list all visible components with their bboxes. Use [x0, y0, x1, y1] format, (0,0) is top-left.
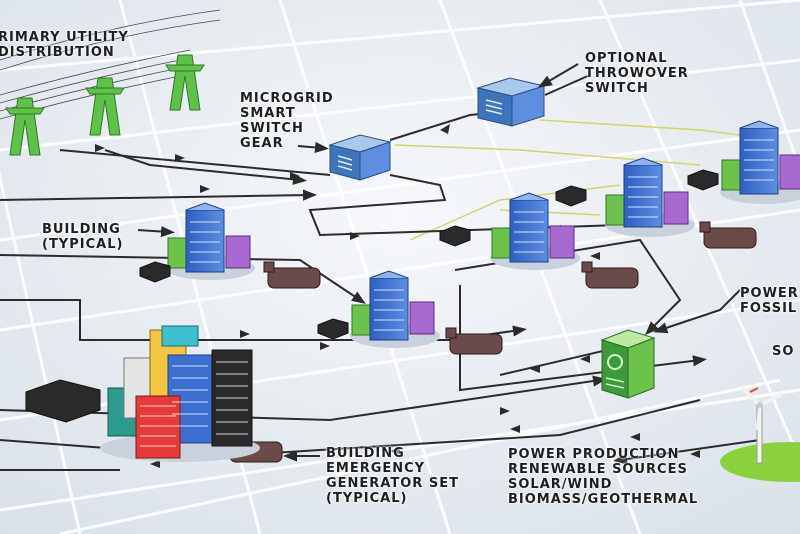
building-cluster-icon [165, 120, 800, 348]
throwover-switch-icon [476, 77, 546, 127]
switch-gear-icon [328, 134, 392, 181]
fossil-plant-icon [600, 329, 656, 399]
label-building-typical: BUILDING (TYPICAL) [42, 222, 124, 252]
meter-box-icon [25, 169, 719, 423]
label-throwover-switch: OPTIONAL THROWOVER SWITCH [585, 51, 689, 96]
wind-turbine-icon [720, 386, 800, 482]
city-icon [100, 325, 260, 462]
label-microgrid-switch-gear: MICROGRID SMART SWITCH GEAR [240, 91, 334, 151]
label-renewable-sources: POWER PRODUCTION RENEWABLE SOURCES SOLAR… [508, 447, 699, 507]
flow-arrows [95, 124, 700, 468]
label-pointers [137, 63, 741, 462]
label-emergency-generator: BUILDING EMERGENCY GENERATOR SET (TYPICA… [326, 446, 459, 506]
label-primary-utility: RIMARY UTILITY DISTRIBUTION [0, 30, 129, 60]
label-solar-cut: SO [772, 344, 795, 359]
transmission-pylon-icon [5, 54, 205, 156]
label-power-fossil: POWER FOSSIL [740, 286, 799, 316]
